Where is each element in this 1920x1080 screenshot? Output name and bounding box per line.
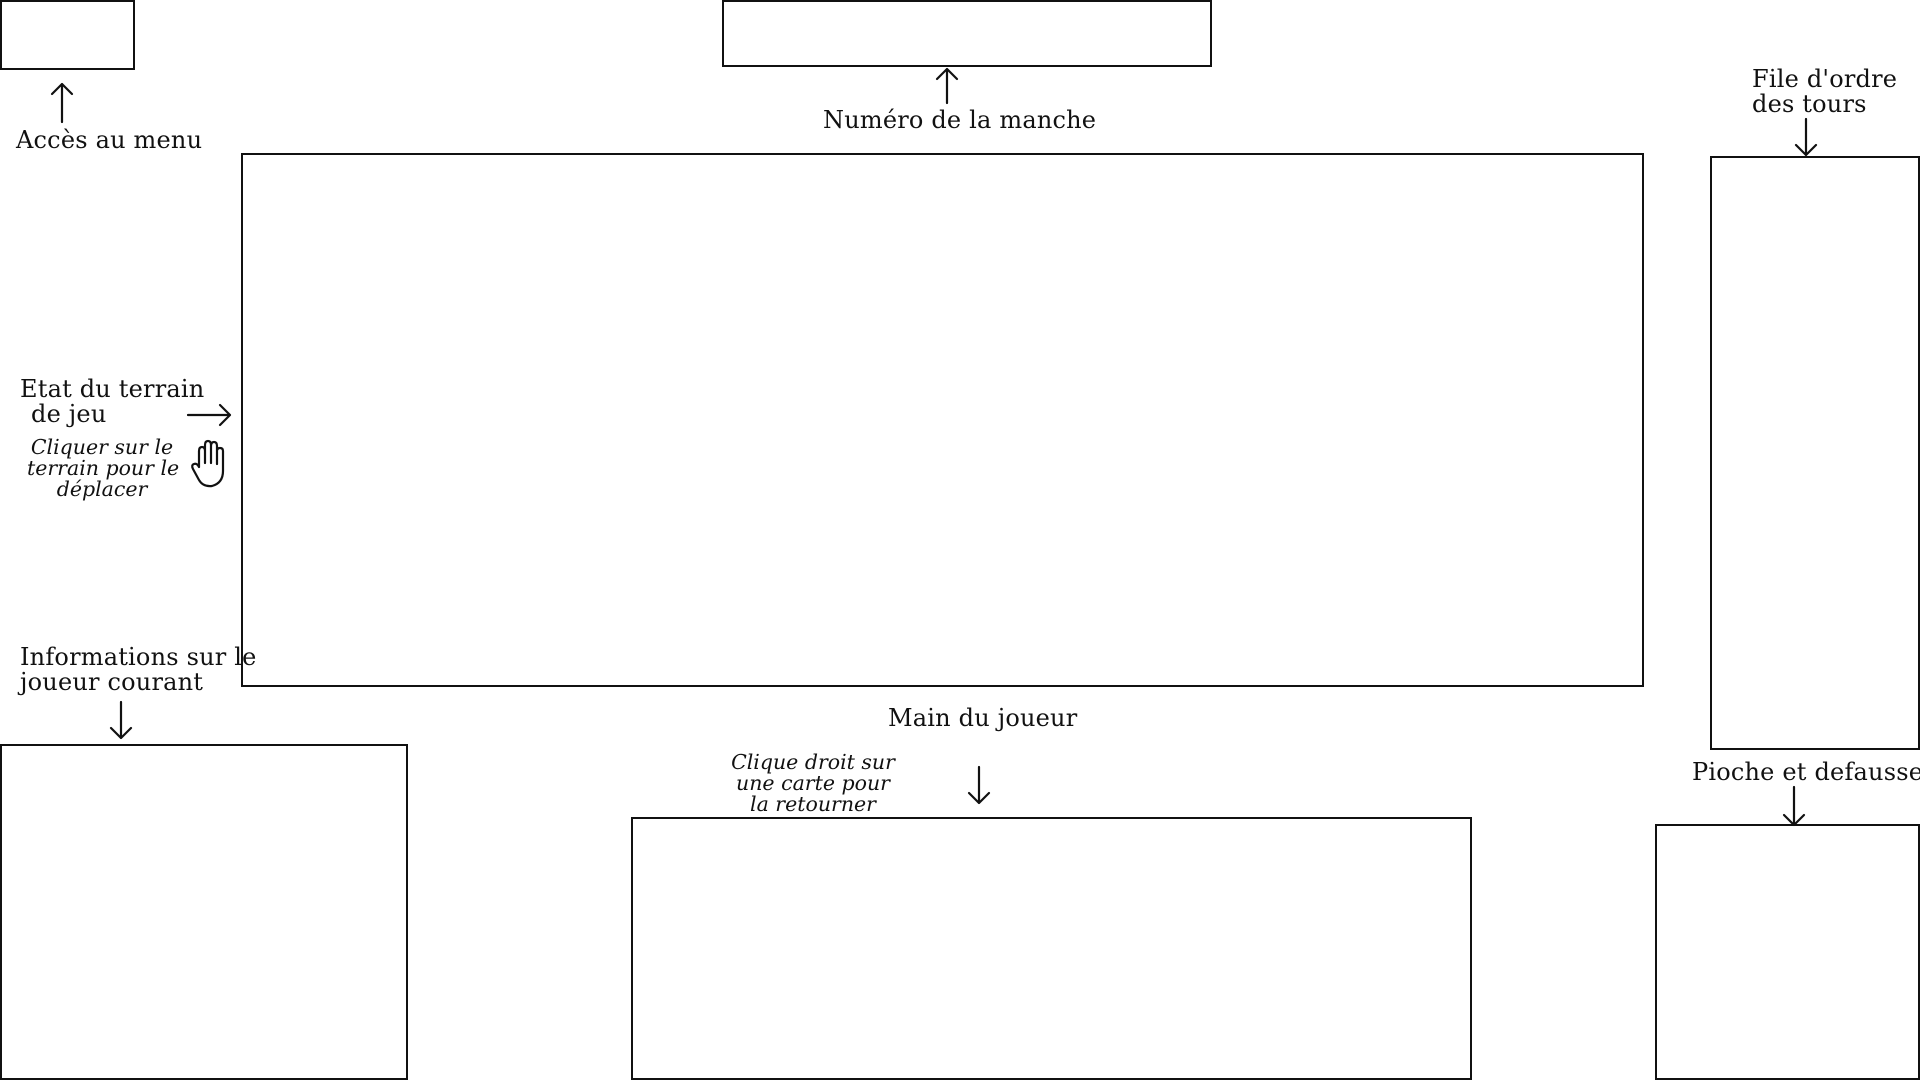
round-number-panel	[722, 0, 1212, 67]
player-info-annotation: Informations sur le joueur courant	[20, 643, 257, 696]
turn-order-panel	[1710, 156, 1920, 750]
hand-icon	[191, 439, 225, 488]
menu-annotation: Accès au menu	[16, 126, 203, 154]
deck-discard-panel[interactable]	[1655, 824, 1920, 1080]
arrow-right-icon	[186, 403, 232, 427]
board-annotation: Etat du terrain de jeu	[20, 375, 205, 428]
deck-annotation: Pioche et defausse	[1692, 758, 1920, 786]
arrow-down-icon	[1782, 785, 1806, 827]
hand-annotation: Main du joueur	[888, 704, 1078, 732]
player-hand[interactable]	[631, 817, 1472, 1080]
arrow-down-icon	[967, 765, 991, 805]
hand-hint: Clique droit sur une carte pour la retou…	[731, 750, 895, 816]
arrow-down-icon	[1794, 117, 1818, 157]
turn-order-annotation: File d'ordre des tours	[1752, 65, 1898, 118]
arrow-up-icon	[935, 67, 959, 105]
round-number-annotation: Numéro de la manche	[823, 106, 1097, 134]
game-board[interactable]	[241, 153, 1644, 687]
menu-button[interactable]	[0, 0, 135, 70]
arrow-down-icon	[109, 700, 133, 740]
arrow-up-icon	[50, 82, 74, 124]
board-hint: Cliquer sur le terrain pour le déplacer	[27, 435, 180, 501]
player-info-panel	[0, 744, 408, 1080]
